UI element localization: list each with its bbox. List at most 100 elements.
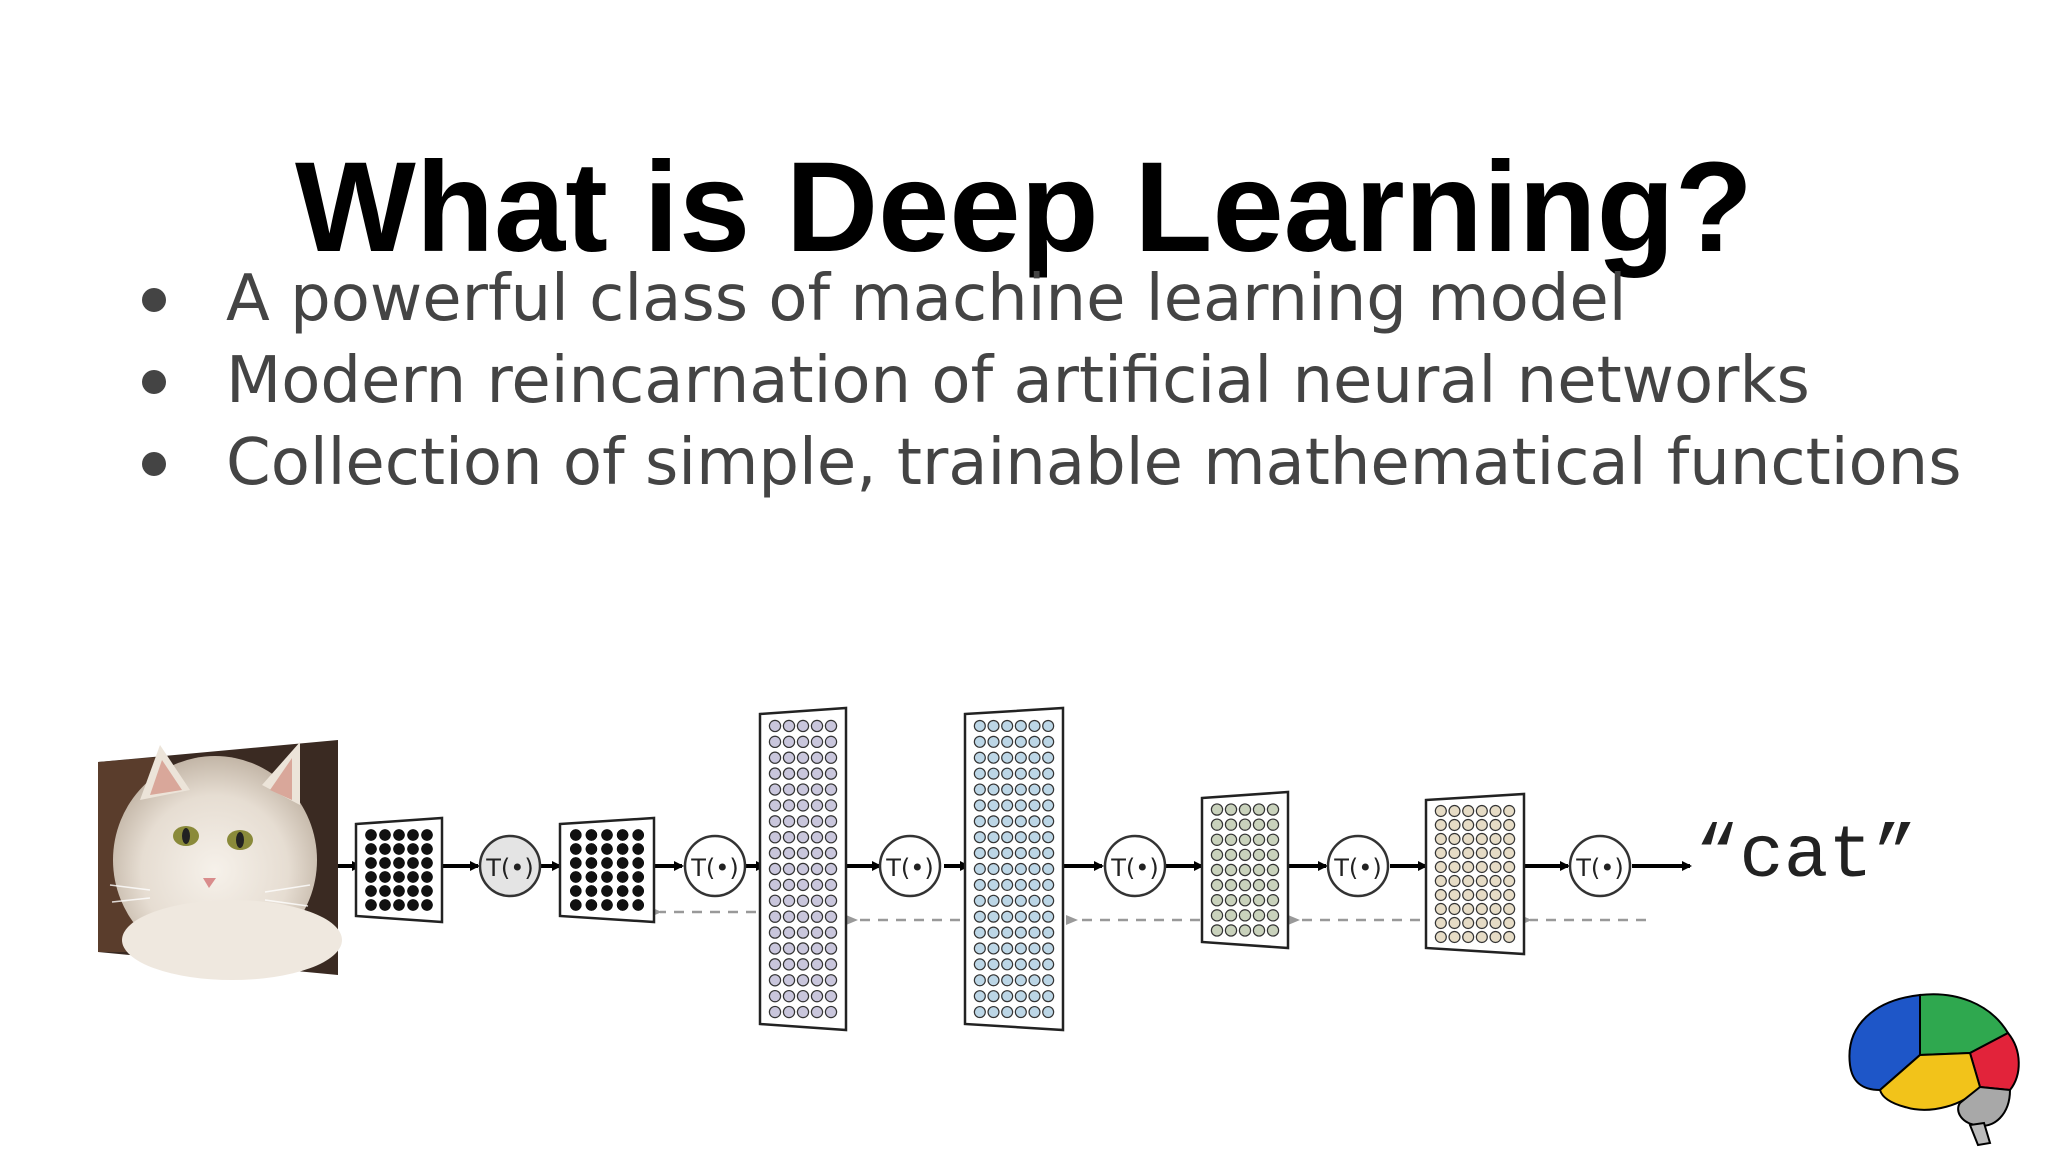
neuron [1503, 860, 1516, 874]
neuron [796, 926, 810, 939]
neuron [393, 899, 405, 911]
neuron [365, 885, 377, 897]
neuron [1434, 888, 1447, 902]
neuron [810, 831, 824, 844]
neuron [1462, 818, 1475, 832]
neuron [768, 719, 782, 733]
neuron [782, 926, 796, 939]
neuron [585, 857, 598, 869]
neuron [1462, 804, 1475, 818]
neuron [987, 958, 1000, 971]
neuron [810, 815, 824, 828]
neuron [782, 783, 796, 796]
neuron [1489, 930, 1502, 944]
transform-node-2: T(•) [683, 834, 747, 898]
neuron [1266, 863, 1280, 877]
neuron [1434, 916, 1447, 930]
neuron [393, 885, 405, 897]
neuron [1028, 751, 1041, 764]
neuron [973, 878, 986, 891]
neuron [1028, 894, 1041, 907]
neuron [1042, 894, 1055, 907]
neuron [796, 894, 810, 907]
neuron [1448, 818, 1461, 832]
bullet-dot-icon [142, 452, 166, 476]
neuron [1014, 926, 1027, 939]
neuron [585, 843, 598, 855]
neuron [824, 894, 838, 907]
neuron [585, 885, 598, 897]
neuron [987, 894, 1000, 907]
neuron [1489, 818, 1502, 832]
neural-network-diagram: T(•)T(•)T(•)T(•)T(•)T(•) [98, 706, 2020, 1147]
neuron [1042, 783, 1055, 796]
neuron [1042, 910, 1055, 923]
neuron [768, 1005, 782, 1019]
neuron [796, 989, 810, 1003]
neuron [810, 894, 824, 907]
neuron [796, 846, 810, 860]
neuron [973, 958, 986, 971]
neuron [1448, 860, 1461, 874]
neuron [1014, 751, 1027, 764]
neuron [824, 815, 838, 828]
neuron [616, 899, 629, 911]
neuron [1210, 924, 1224, 937]
neuron [1503, 902, 1516, 916]
output-label: “cat” [1695, 815, 1918, 899]
neuron [796, 878, 810, 892]
neuron [782, 1005, 796, 1019]
neuron [1238, 863, 1252, 877]
neuron [1014, 735, 1027, 748]
neuron [768, 783, 782, 796]
neuron [824, 767, 838, 780]
neuron [1462, 888, 1475, 902]
neuron [973, 862, 986, 876]
neuron [421, 871, 433, 883]
neuron [973, 926, 986, 939]
neuron [1001, 815, 1014, 828]
neuron [1001, 942, 1014, 955]
neuron [1028, 878, 1041, 891]
neuron [824, 910, 838, 923]
transform-label: T(•) [1333, 854, 1382, 882]
neuron [1266, 818, 1280, 831]
transform-circle [478, 834, 542, 898]
neuron [987, 751, 1000, 764]
neuron [379, 857, 391, 869]
neuron [824, 958, 838, 971]
neuron [1434, 832, 1447, 846]
neuron [1266, 878, 1280, 892]
neuron [810, 783, 824, 796]
neuron [616, 885, 629, 897]
bullet-text: Collection of simple, trainable mathemat… [226, 426, 1962, 500]
neuron [1014, 894, 1027, 907]
neuron [1014, 910, 1027, 923]
neuron [796, 831, 810, 844]
neuron [601, 899, 613, 911]
neuron [365, 843, 377, 855]
bullet-item: Modern reincarnation of artificial neura… [130, 340, 1962, 422]
neuron [1238, 894, 1252, 907]
neuron [782, 910, 796, 923]
neuron [1001, 751, 1014, 764]
neuron [768, 989, 782, 1003]
neuron [421, 843, 433, 855]
neuron [616, 829, 629, 841]
neuron [1028, 847, 1041, 860]
neuron [1001, 894, 1014, 907]
neuron [973, 799, 986, 812]
neuron [768, 846, 782, 860]
neuron [616, 871, 629, 883]
bullet-list: A powerful class of machine learning mod… [130, 258, 1962, 504]
cat-image [98, 740, 342, 980]
neuron [632, 843, 645, 855]
neuron [1238, 924, 1252, 937]
neuron [973, 815, 986, 828]
neuron [1238, 818, 1252, 831]
transform-nodes: T(•)T(•)T(•)T(•)T(•)T(•) [478, 834, 1632, 898]
transform-circle [878, 834, 942, 898]
layer-1 [354, 816, 444, 924]
neuron [768, 958, 782, 971]
neuron [616, 857, 629, 869]
